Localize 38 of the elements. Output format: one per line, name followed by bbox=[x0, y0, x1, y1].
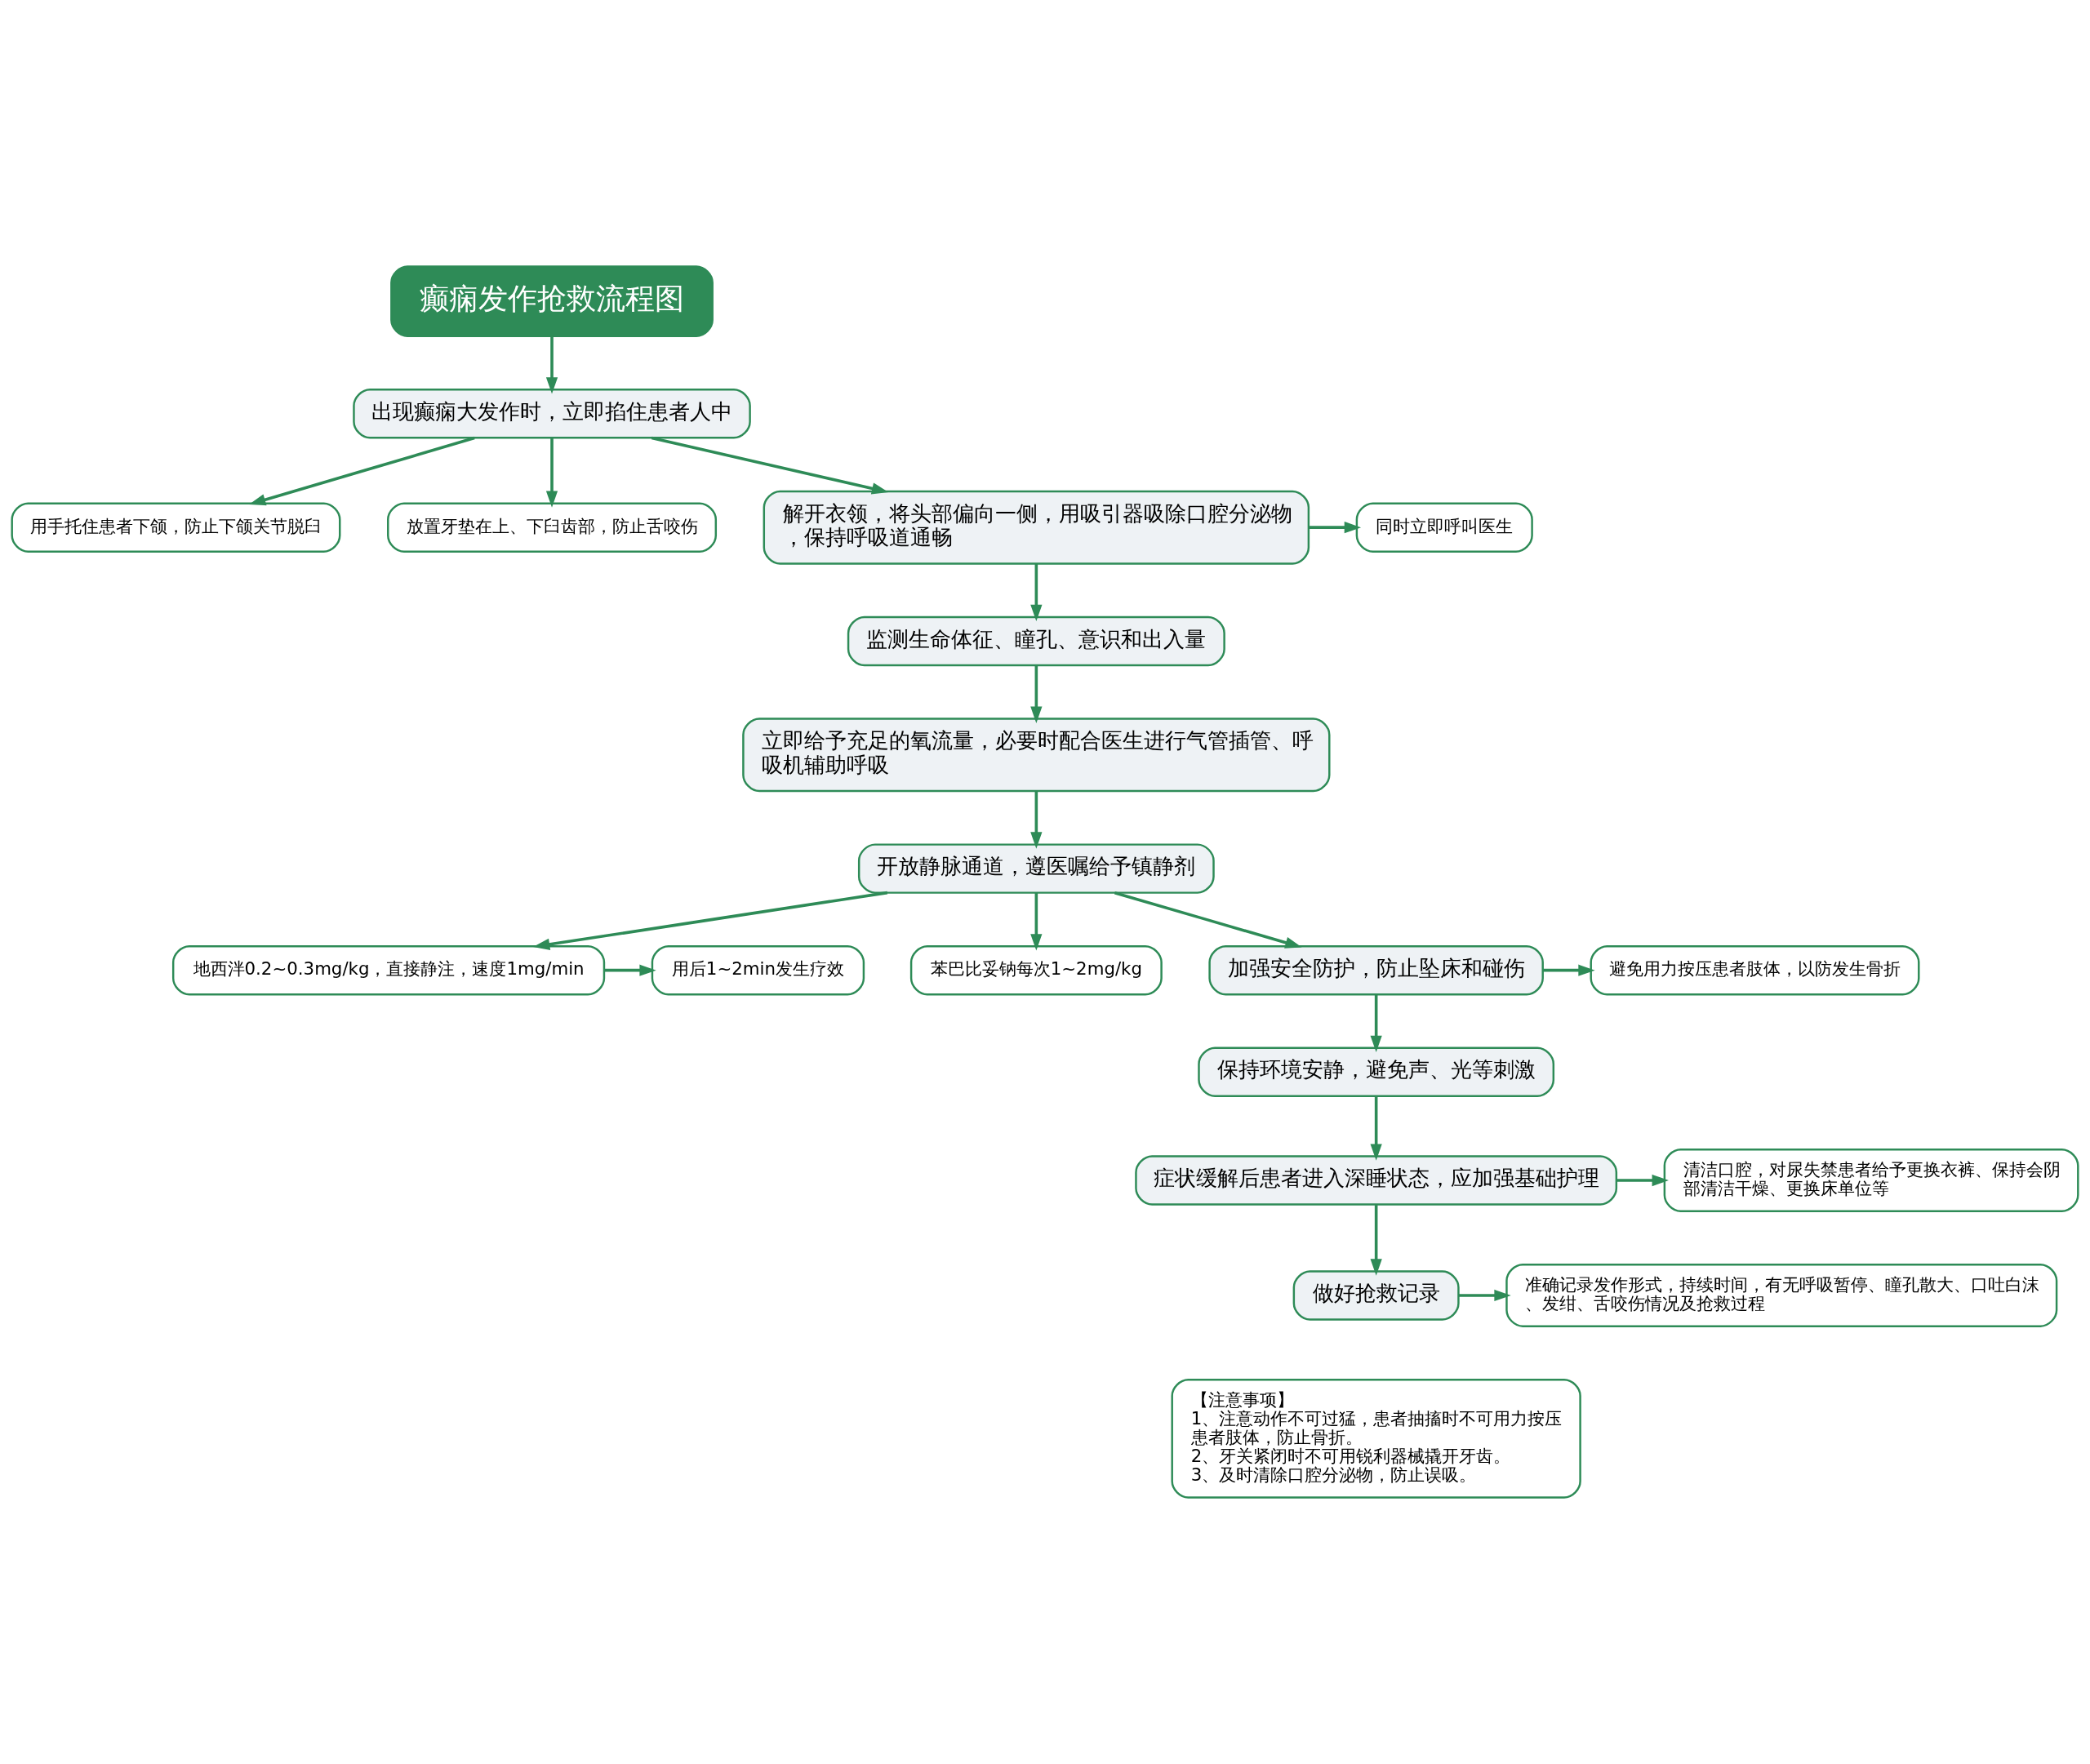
node-box: 保持环境安静，避免声、光等刺激 bbox=[1198, 1046, 1555, 1097]
node-box: 【注意事项】 1、注意动作不可过猛，患者抽搐时不可用力按压患者肢体，防止骨折。 2、牙关紧闭时不可用锐利器械撬开牙齿。 3、及时清除口腔分泌物，防止误吸。 bbox=[1171, 1379, 1581, 1499]
node-box: 地西泮0.2~0.3mg/kg，直接静注，速度1mg/min bbox=[171, 944, 606, 996]
arrow bbox=[1309, 522, 1362, 534]
arrow bbox=[1616, 1174, 1669, 1187]
arrow bbox=[1030, 665, 1043, 723]
arrow bbox=[1370, 1205, 1382, 1276]
node-box: 用后1~2min发生疗效 bbox=[651, 944, 865, 996]
node-box: 症状缓解后患者进入深睡状态，应加强基础护理 bbox=[1135, 1155, 1618, 1206]
node-box: 同时立即呼叫医生 bbox=[1355, 502, 1533, 553]
node-box: 监测生命体征、瞳孔、意识和出入量 bbox=[847, 615, 1225, 667]
arrow bbox=[1542, 964, 1595, 976]
node-box: 出现癫痫大发作时，立即掐住患者人中 bbox=[353, 389, 751, 439]
node-box: 立即给予充足的氧流量，必要时配合医生进行气管插管、呼吸机辅助呼吸 bbox=[742, 718, 1331, 793]
arrow bbox=[1370, 1095, 1382, 1161]
node-box: 清洁口腔，对尿失禁患者给予更换衣裤、保持会阴部清洁干燥、更换床单位等 bbox=[1663, 1149, 2079, 1212]
arrow bbox=[532, 891, 888, 950]
node-box: 放置牙垫在上、下臼齿部，防止舌咬伤 bbox=[387, 502, 718, 553]
arrow bbox=[1458, 1289, 1511, 1302]
node-box: 准确记录发作形式，持续时间，有无呼吸暂停、瞳孔散大、口吐白沫、发绀、舌咬伤情况及抢救过程 bbox=[1505, 1264, 2058, 1327]
arrow bbox=[1030, 791, 1043, 849]
arrow bbox=[1030, 892, 1043, 951]
arrow bbox=[545, 438, 558, 508]
arrow bbox=[604, 964, 656, 976]
arrow bbox=[1030, 563, 1043, 622]
node-box: 苯巴比妥钠每次1~2mg/kg bbox=[909, 944, 1163, 996]
node-box: 开放静脉通道，遵医嘱给予镇静剂 bbox=[857, 843, 1215, 894]
node-box: 癫痫发作抢救流程图 bbox=[390, 265, 714, 337]
node-box: 解开衣领，将头部偏向一侧，用吸引器吸除口腔分泌物，保持呼吸道通畅 bbox=[763, 490, 1310, 565]
arrow bbox=[248, 436, 475, 506]
arrow bbox=[1114, 891, 1302, 949]
node-box: 加强安全防护，防止坠床和碰伤 bbox=[1208, 944, 1544, 996]
node-box: 做好抢救记录 bbox=[1292, 1270, 1460, 1321]
node-box: 用手托住患者下颌，防止下颌关节脱臼 bbox=[11, 502, 341, 553]
node-box: 避免用力按压患者肢体，以防发生骨折 bbox=[1590, 944, 1920, 996]
arrow bbox=[651, 436, 889, 495]
arrow bbox=[1370, 994, 1382, 1053]
arrow bbox=[545, 335, 558, 394]
